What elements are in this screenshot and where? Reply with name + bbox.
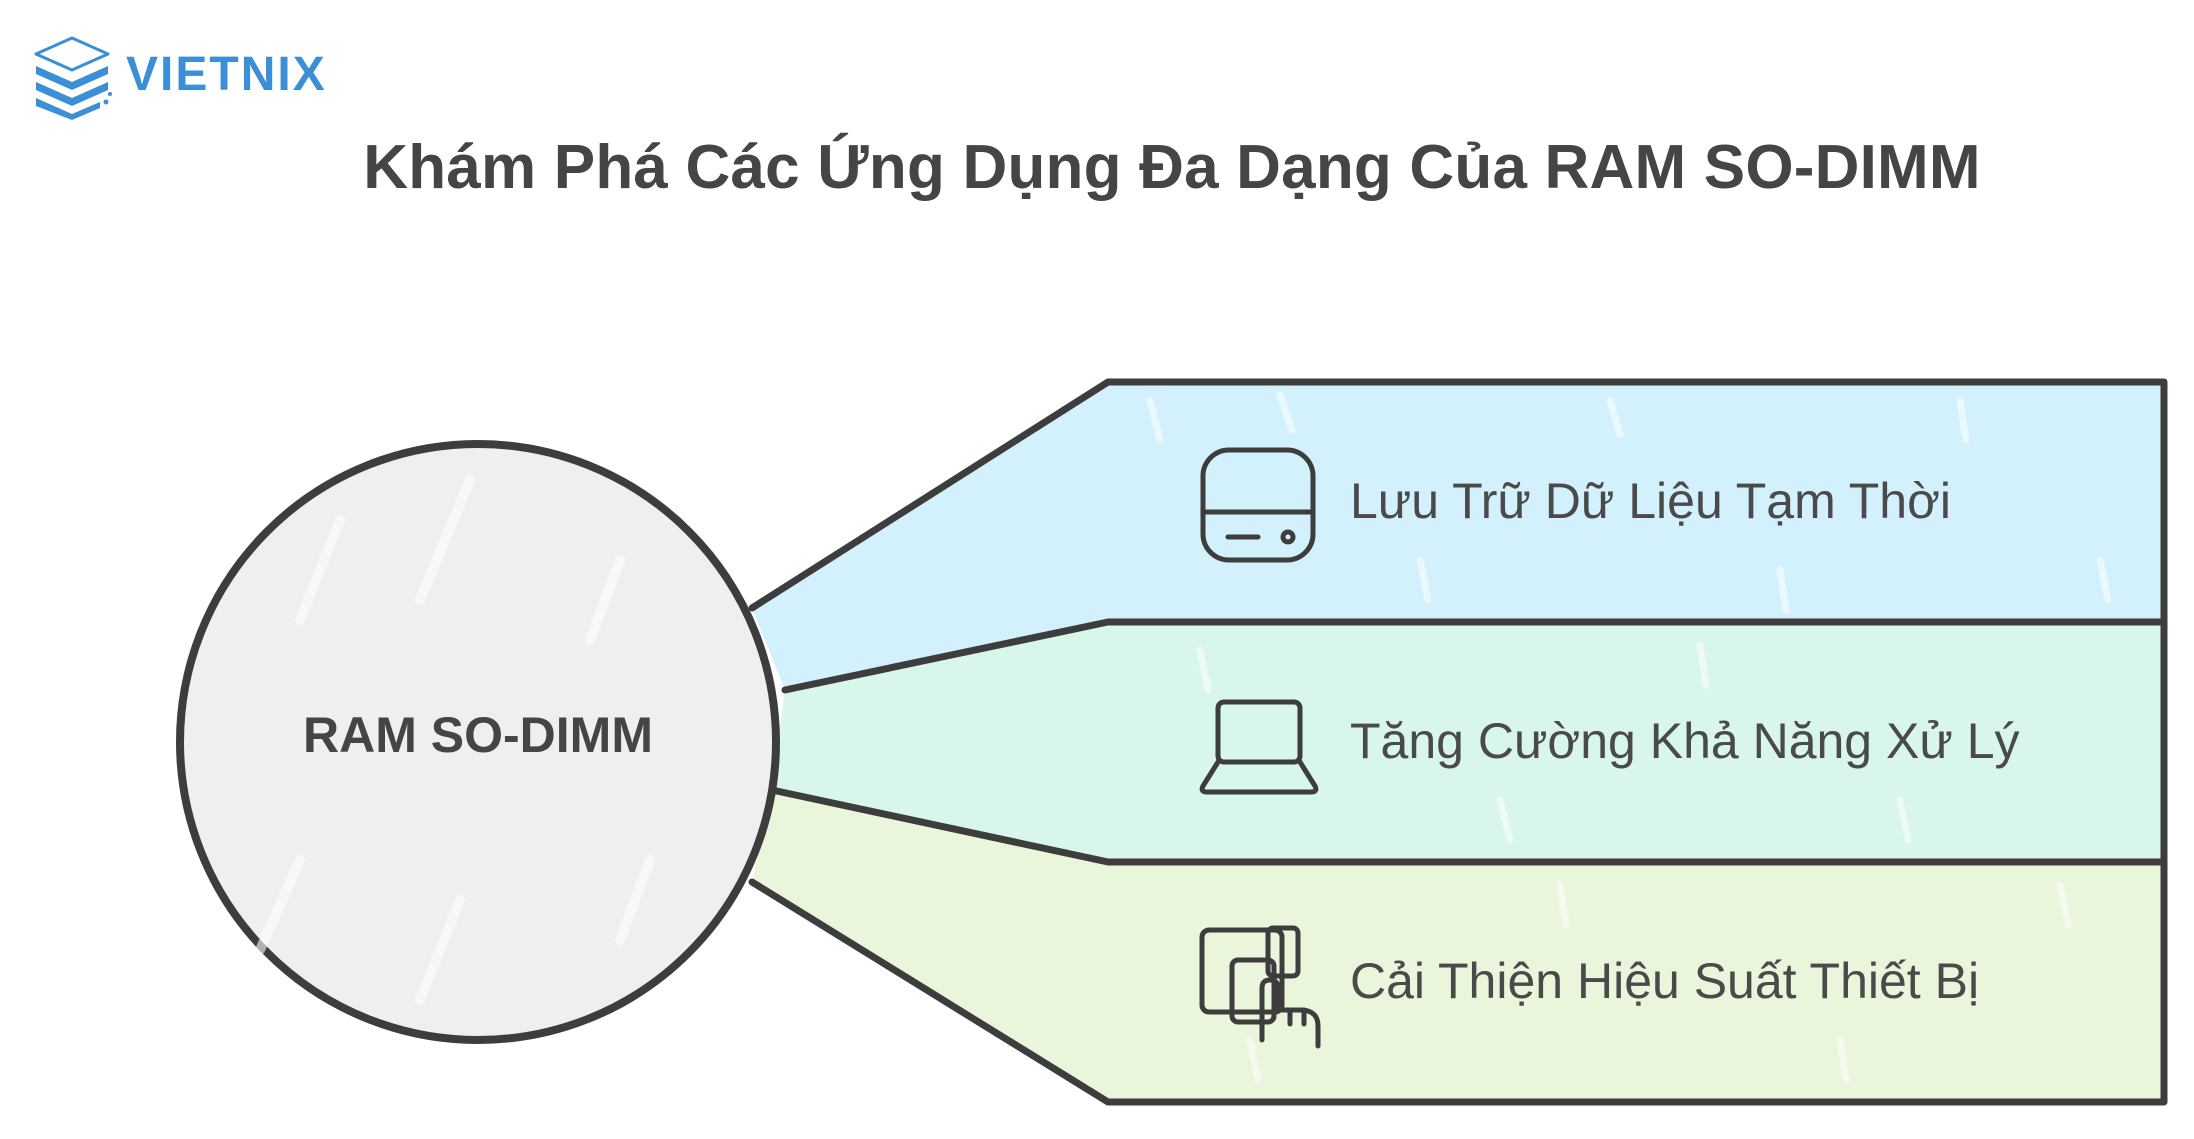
page-title: Khám Phá Các Ứng Dụng Đa Dạng Của RAM SO… [363,133,1981,202]
hard-drive-icon [1200,447,1316,563]
brand: VIETNIX [30,32,327,120]
branch-band-2 [772,622,2164,862]
texture-strokes [1146,391,2112,1084]
branch-label-3: Cải Thiện Hiệu Suất Thiết Bị [1350,953,1980,1009]
branch-band-3 [752,790,2164,1102]
brand-name: VIETNIX [126,48,327,101]
connector-top [748,378,2168,1106]
center-node-label: RAM SO-DIMM [303,707,653,763]
stacked-layers-icon [34,36,112,120]
center-node [176,440,780,1044]
laptop-icon [1199,699,1319,795]
divider-2 [768,786,2168,866]
divider-1 [781,618,2168,694]
branch-label-2: Tăng Cường Khả Năng Xử Lý [1350,713,2020,769]
devices-touch-icon [1199,925,1321,1049]
branch-band-1 [752,382,2164,690]
branch-label-1: Lưu Trữ Dữ Liệu Tạm Thời [1350,473,1952,529]
